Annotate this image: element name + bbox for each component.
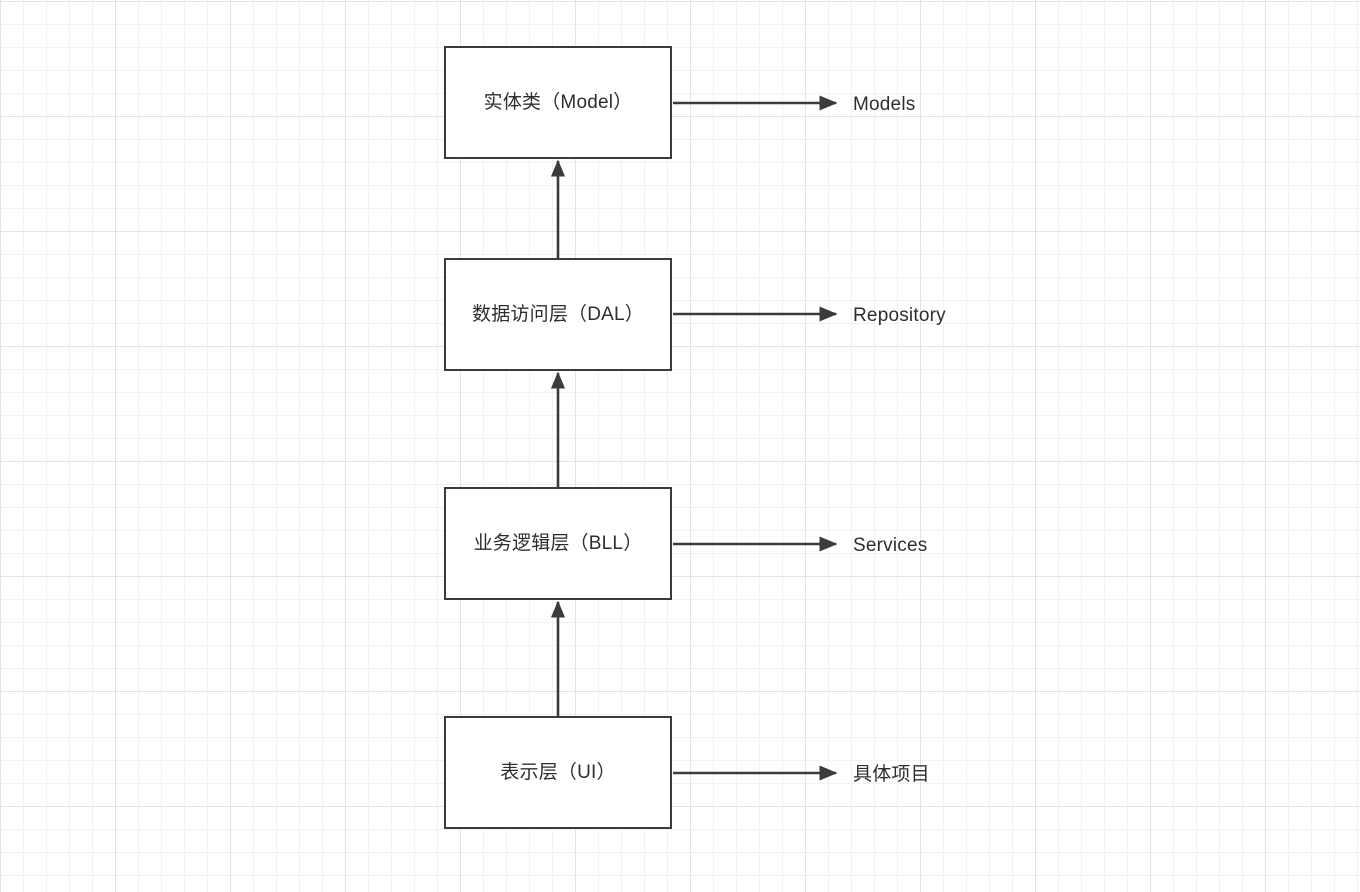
node-ui[interactable]: 表示层（UI） (444, 716, 672, 829)
side-label-repository: Repository (853, 305, 946, 326)
side-label-models: Models (853, 94, 916, 115)
side-label-project: 具体项目 (853, 764, 930, 785)
node-dal-label: 数据访问层（DAL） (472, 304, 644, 325)
node-dal[interactable]: 数据访问层（DAL） (444, 258, 672, 371)
node-bll[interactable]: 业务逻辑层（BLL） (444, 487, 672, 600)
node-model[interactable]: 实体类（Model） (444, 46, 672, 159)
node-ui-label: 表示层（UI） (500, 762, 616, 783)
node-bll-label: 业务逻辑层（BLL） (473, 533, 643, 554)
side-label-services: Services (853, 535, 928, 556)
node-model-label: 实体类（Model） (483, 92, 633, 113)
